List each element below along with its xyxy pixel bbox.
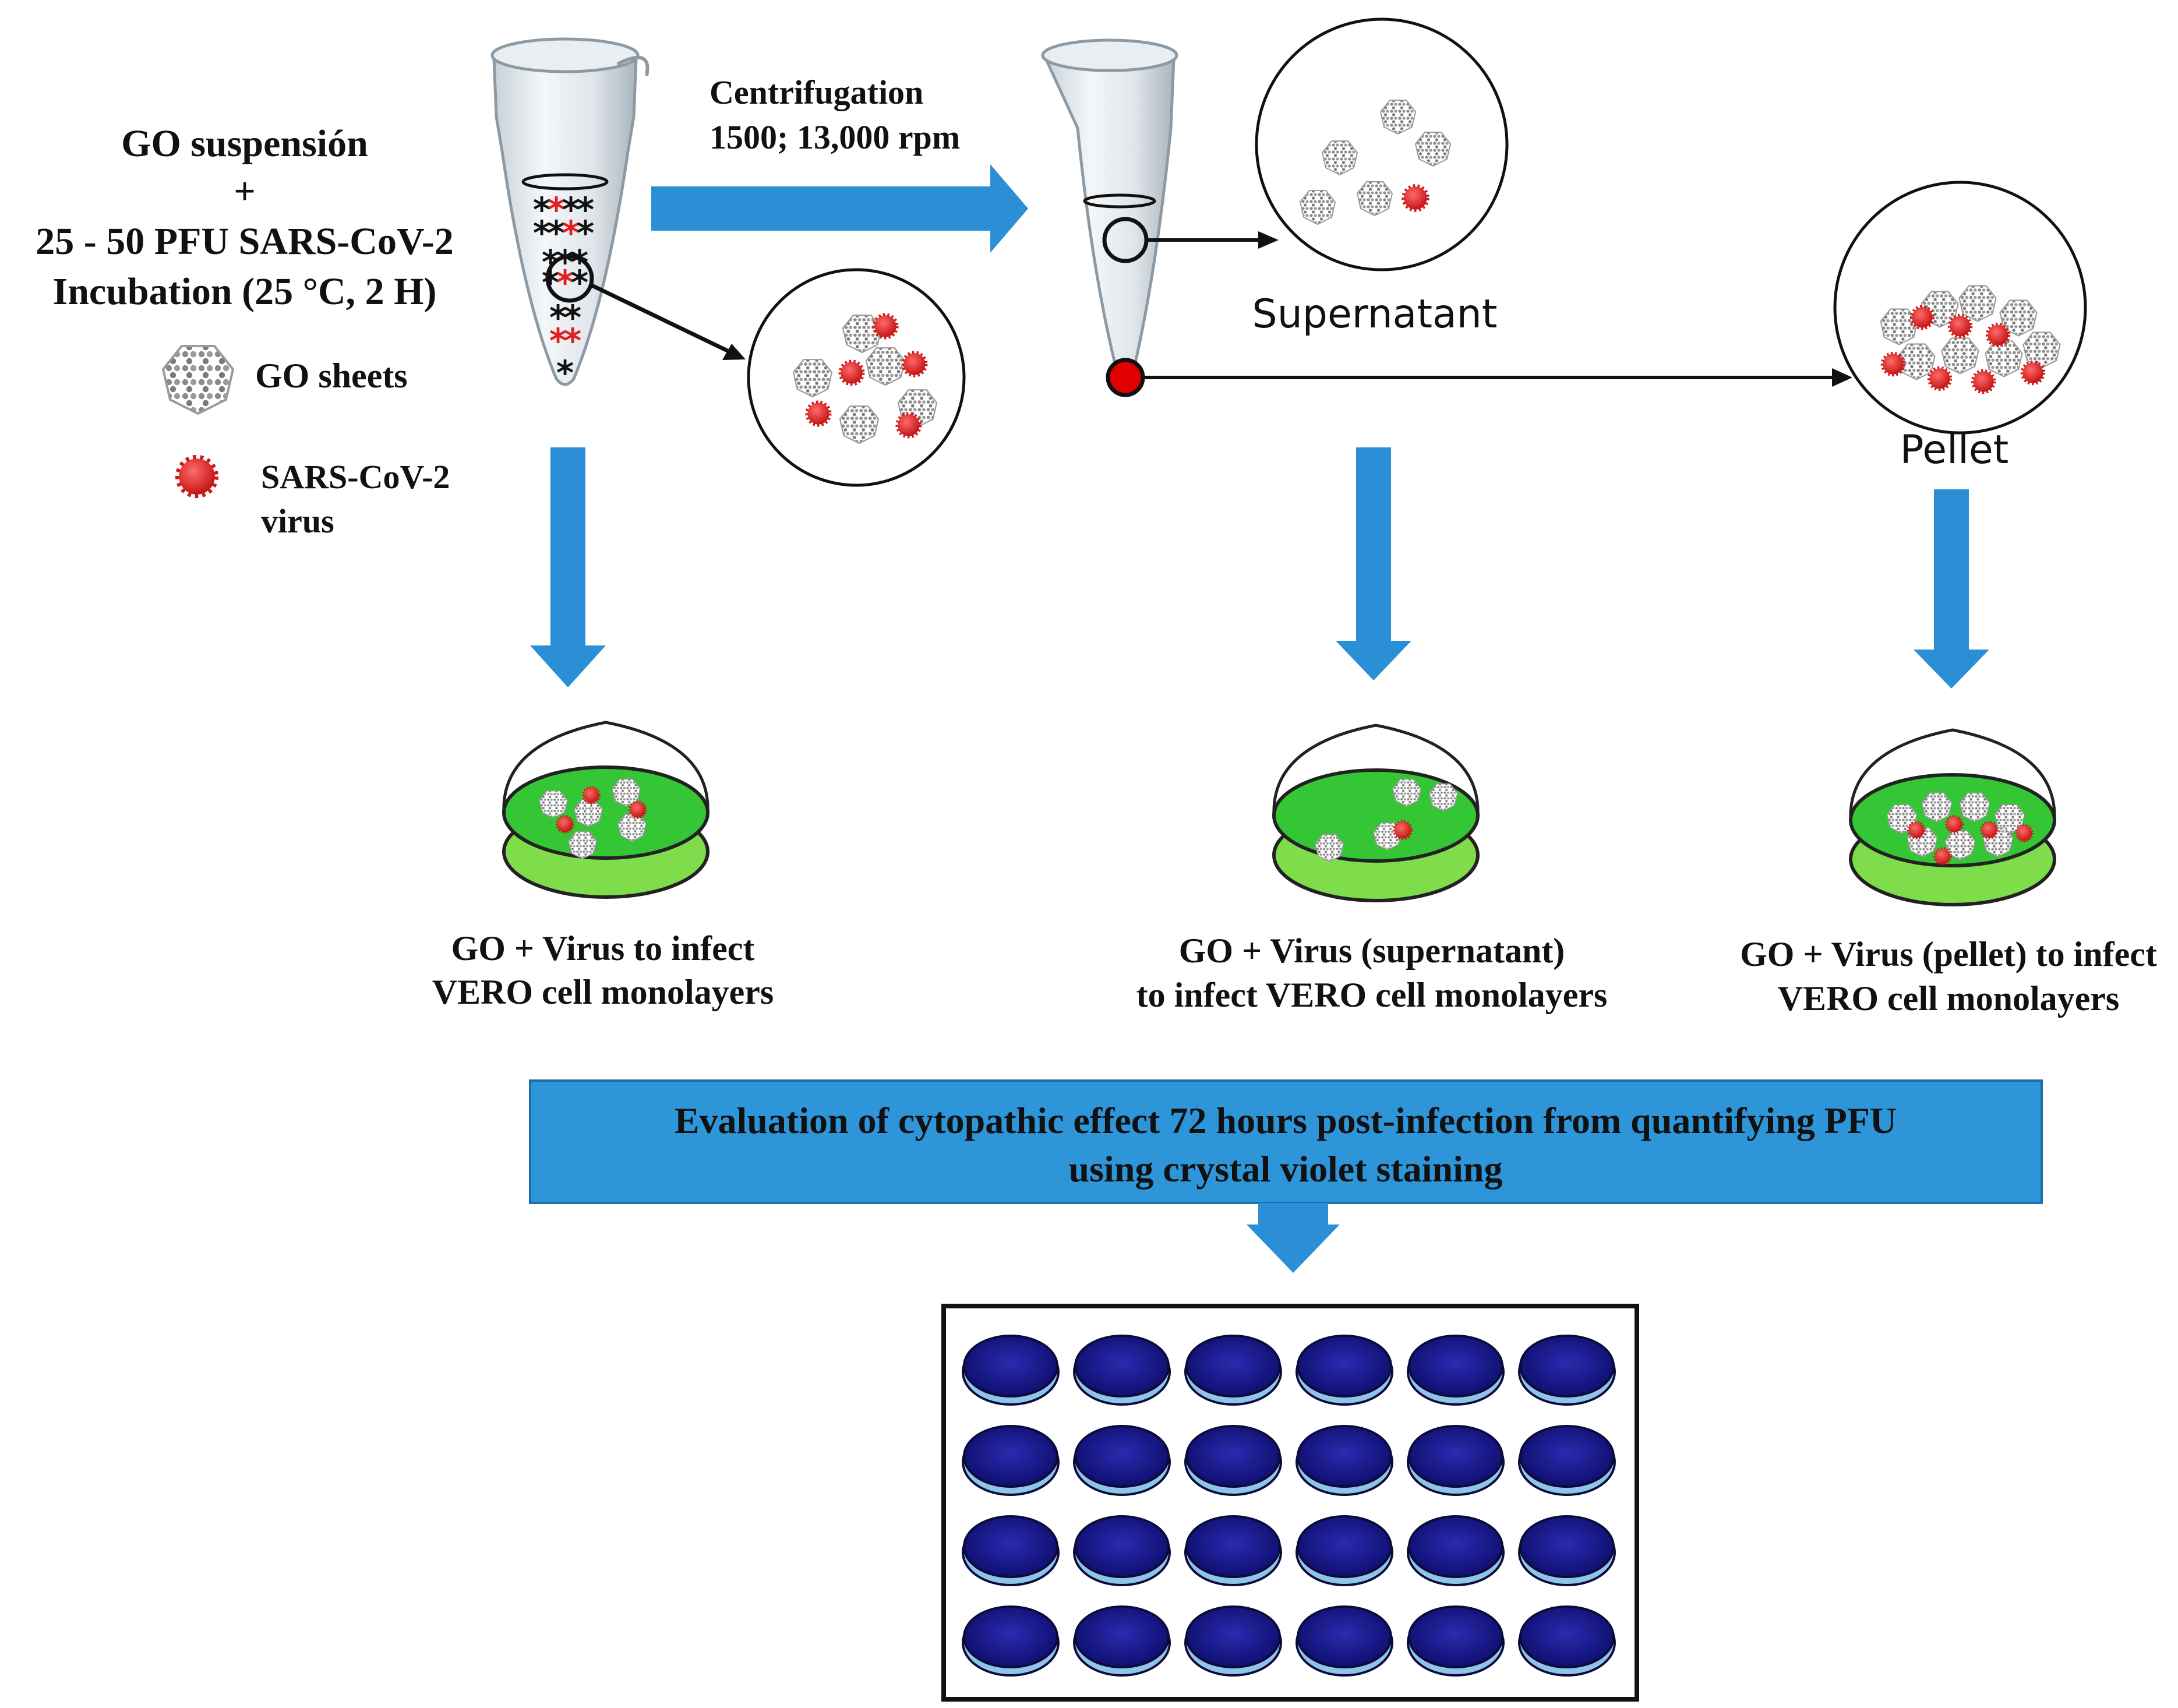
- legend-title-line3: Incubation (25 °C, 2 H): [53, 270, 437, 313]
- svg-text:*: *: [549, 298, 567, 337]
- legend-virus-line2: virus: [261, 502, 334, 540]
- svg-text:*: *: [577, 213, 594, 253]
- well: [1407, 1335, 1505, 1406]
- petri-dish-icon: [1272, 724, 1480, 902]
- well: [1407, 1515, 1505, 1586]
- well: [1518, 1425, 1616, 1496]
- virus-icon: [177, 457, 216, 496]
- svg-text:*: *: [533, 190, 550, 230]
- legend-virus-line1: SARS-CoV-2: [261, 458, 450, 496]
- legend-title-line2: 25 - 50 PFU SARS-CoV-2: [36, 220, 453, 263]
- svg-text:*: *: [564, 321, 581, 361]
- zoom-circle-mixture: [747, 268, 966, 487]
- well: [1295, 1425, 1393, 1496]
- centrifugation-arrow: [651, 164, 1028, 253]
- graphene-sheet-icon: [162, 345, 234, 415]
- well: [1184, 1605, 1282, 1677]
- well: [1295, 1605, 1393, 1677]
- zoom-circle-supernatant: [1255, 17, 1509, 271]
- svg-text:*: *: [548, 213, 565, 253]
- svg-text:*: *: [564, 298, 581, 337]
- legend-title-line1: GO suspensión: [121, 122, 368, 165]
- evaluation-banner: Evaluation of cytopathic effect 72 hours…: [529, 1079, 2043, 1204]
- well: [962, 1515, 1060, 1586]
- svg-text:*: *: [548, 190, 565, 230]
- legend-go-sheets: GO sheets: [255, 357, 408, 395]
- tube-icon: [1041, 38, 1178, 397]
- dish-caption-left-line1: GO + Virus to infect: [451, 929, 755, 968]
- down-arrow-left: [530, 447, 606, 687]
- well: [1518, 1605, 1616, 1677]
- petri-dish-icon: [1849, 728, 2056, 906]
- svg-text:*: *: [533, 213, 550, 253]
- petri-dish-icon: [502, 721, 709, 899]
- centrifugation-line1: Centrifugation: [709, 73, 923, 111]
- well: [1073, 1335, 1171, 1406]
- well: [1295, 1335, 1393, 1406]
- well: [962, 1425, 1060, 1496]
- well: [1407, 1425, 1505, 1496]
- well: [1518, 1335, 1616, 1406]
- well: [1184, 1335, 1282, 1406]
- svg-text:*: *: [562, 213, 580, 253]
- centrifugation-line2: 1500; 13,000 rpm: [709, 118, 960, 156]
- zoom-pointer: [588, 282, 746, 360]
- well: [962, 1605, 1060, 1677]
- down-arrow-banner: [1247, 1203, 1340, 1273]
- pellet-label: Pellet: [1900, 427, 2009, 473]
- dish-caption-middle-line1: GO + Virus (supernatant): [1179, 931, 1565, 970]
- supernatant-label: Supernatant: [1252, 291, 1498, 337]
- svg-text:*: *: [549, 321, 567, 361]
- svg-text:*: *: [556, 353, 574, 393]
- zoom-circle-pellet: [1833, 181, 2087, 435]
- supernatant-pointer: [1146, 231, 1279, 249]
- well: [1295, 1515, 1393, 1586]
- down-arrow-middle: [1336, 447, 1411, 680]
- svg-text:*: *: [562, 190, 580, 230]
- dish-caption-right-line2: VERO cell monolayers: [1778, 979, 2120, 1018]
- legend: GO suspensión + 25 - 50 PFU SARS-CoV-2 I…: [36, 122, 453, 540]
- dish-caption-middle-line2: to infect VERO cell monolayers: [1136, 976, 1608, 1014]
- tube-icon: **** **** *** *** ** ** *: [490, 37, 649, 393]
- well-plate-icon: [941, 1304, 1639, 1702]
- svg-text:*: *: [556, 242, 574, 282]
- evaluation-line2: using crystal violet staining: [1069, 1148, 1503, 1190]
- well: [1073, 1605, 1171, 1677]
- down-arrow-right: [1914, 489, 1989, 689]
- well: [1518, 1515, 1616, 1586]
- well: [1407, 1605, 1505, 1677]
- dish-caption-right-line1: GO + Virus (pellet) to infect: [1740, 935, 2157, 973]
- well: [1073, 1425, 1171, 1496]
- dish-caption-left-line2: VERO cell monolayers: [432, 973, 774, 1011]
- well: [1184, 1425, 1282, 1496]
- well: [962, 1335, 1060, 1406]
- evaluation-line1: Evaluation of cytopathic effect 72 hours…: [675, 1100, 1897, 1141]
- svg-text:*: *: [577, 190, 594, 230]
- well: [1184, 1515, 1282, 1586]
- pellet-pointer: [1144, 368, 1852, 387]
- well: [1073, 1515, 1171, 1586]
- legend-plus: +: [234, 170, 256, 213]
